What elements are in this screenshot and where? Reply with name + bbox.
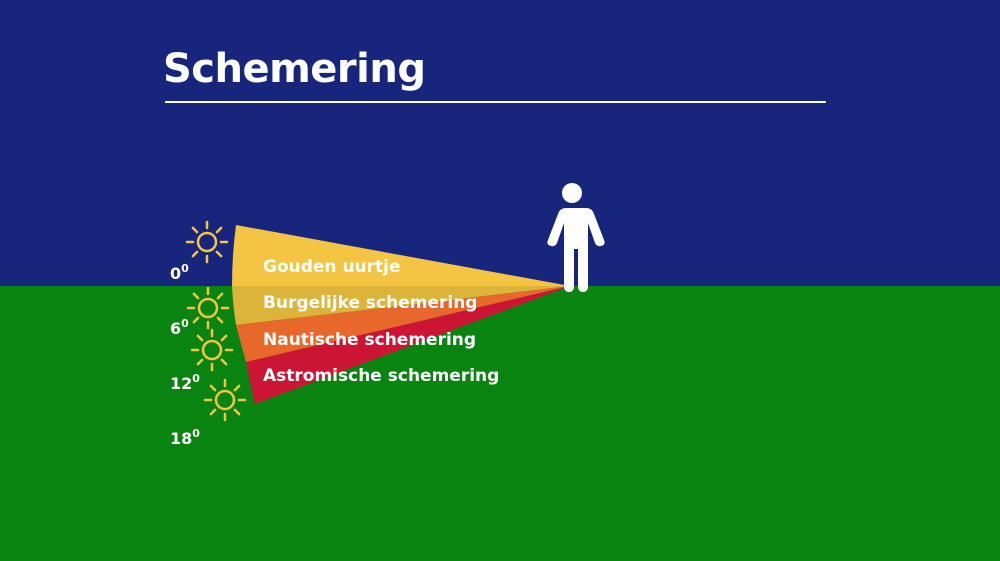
band-nautical-twilight [236,286,570,362]
sky-background [0,0,1000,286]
band-astronomical-twilight [246,286,570,404]
band-civil-twilight [232,286,570,325]
ground-background [0,286,1000,561]
title-divider [165,101,826,103]
band-label-civil: Burgelijke schemering [263,293,477,313]
sun-icon [185,220,229,264]
sun-icon [186,286,230,330]
band-golden-hour [232,225,570,286]
page-title: Schemering [163,46,426,92]
degree-label-6: 60 [170,317,189,338]
band-label-golden-hour: Gouden uurtje [263,257,401,277]
band-label-astronomical: Astromische schemering [263,366,499,386]
band-label-nautical: Nautische schemering [263,330,476,350]
person-icon [547,183,605,292]
sun-icon [190,328,234,372]
degree-label-0: 00 [170,262,189,283]
degree-label-12: 120 [170,372,200,393]
sun-icon [203,378,247,422]
degree-label-18: 180 [170,427,200,448]
